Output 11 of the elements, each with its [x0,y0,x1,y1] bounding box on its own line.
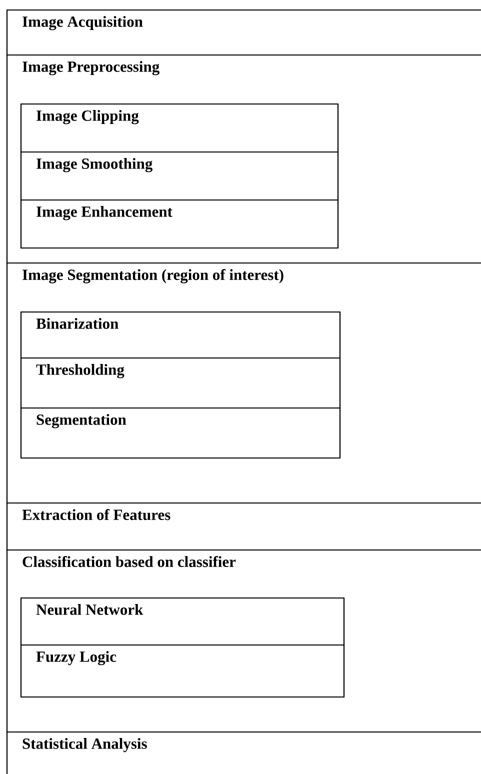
step-row: Image Acquisition [6,9,481,56]
sub-step-cell: Segmentation [20,407,341,459]
sub-step-cell: Image Smoothing [20,151,339,201]
sub-step-cell: Binarization [20,311,341,359]
sub-step-cell: Image Clipping [20,103,339,153]
sub-step-cell: Thresholding [20,357,341,409]
sub-step-cell: Image Enhancement [20,199,339,249]
step-row: Extraction of Features [6,502,481,551]
sub-step-cell: Neural Network [20,597,345,646]
sub-step-cell: Fuzzy Logic [20,644,345,698]
step-row: Statistical Analysis [6,731,481,774]
